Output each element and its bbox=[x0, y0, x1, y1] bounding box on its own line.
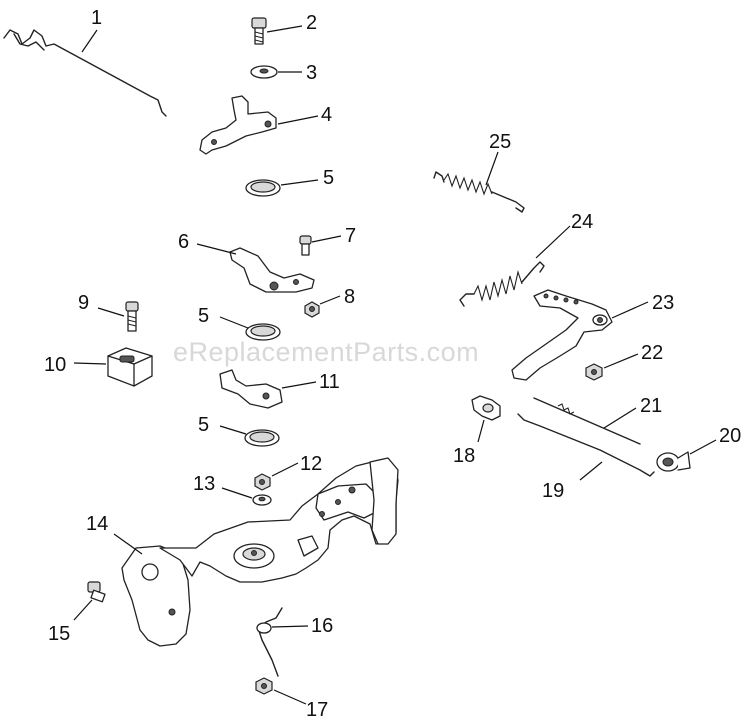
part-2-bolt[interactable] bbox=[251, 17, 267, 45]
part-6-arm[interactable] bbox=[229, 247, 315, 293]
part-21-rod[interactable] bbox=[533, 397, 641, 445]
callout-18: 18 bbox=[453, 445, 475, 467]
callout-2: 2 bbox=[306, 12, 317, 34]
callout-14: 14 bbox=[86, 513, 108, 535]
callout-7: 7 bbox=[345, 225, 356, 247]
callout-21: 21 bbox=[640, 395, 662, 417]
part-11-lever[interactable] bbox=[219, 369, 283, 409]
callout-5b: 5 bbox=[198, 305, 209, 327]
part-5-washer-low[interactable] bbox=[244, 429, 280, 447]
callout-12: 12 bbox=[300, 453, 322, 475]
part-3-washer[interactable] bbox=[250, 65, 278, 79]
callout-3: 3 bbox=[306, 62, 317, 84]
callout-13: 13 bbox=[193, 473, 215, 495]
part-15-screw[interactable] bbox=[87, 581, 106, 603]
part-9-bolt[interactable] bbox=[125, 301, 139, 332]
part-4-lever[interactable] bbox=[199, 95, 277, 155]
callout-24: 24 bbox=[571, 211, 593, 233]
part-17-nut[interactable] bbox=[255, 677, 273, 695]
part-5-washer-mid[interactable] bbox=[245, 323, 281, 341]
callout-6: 6 bbox=[178, 231, 189, 253]
callout-22: 22 bbox=[641, 342, 663, 364]
callout-25: 25 bbox=[489, 131, 511, 153]
part-10-clamp[interactable] bbox=[107, 347, 153, 387]
part-14-bracket[interactable] bbox=[121, 457, 399, 647]
callout-1: 1 bbox=[91, 7, 102, 29]
callout-19: 19 bbox=[542, 480, 564, 502]
part-19-rod[interactable] bbox=[517, 413, 655, 477]
part-18-clip[interactable] bbox=[471, 395, 501, 421]
part-16-spring-clip[interactable] bbox=[256, 607, 283, 677]
part-13-washer[interactable] bbox=[252, 494, 272, 506]
callout-16: 16 bbox=[311, 615, 333, 637]
callout-20: 20 bbox=[719, 425, 741, 447]
part-7-bolt[interactable] bbox=[299, 235, 312, 256]
part-1-rod[interactable] bbox=[3, 29, 167, 117]
part-24-spring[interactable] bbox=[459, 261, 545, 307]
callout-10: 10 bbox=[44, 354, 66, 376]
callout-23: 23 bbox=[652, 292, 674, 314]
part-20-bushing[interactable] bbox=[656, 451, 691, 472]
callout-5a: 5 bbox=[323, 167, 334, 189]
part-5-washer-top[interactable] bbox=[245, 179, 281, 197]
watermark: eReplacementParts.com bbox=[173, 337, 479, 367]
callout-4: 4 bbox=[321, 104, 332, 126]
part-22-nut[interactable] bbox=[585, 363, 603, 381]
part-8-nut[interactable] bbox=[304, 301, 320, 318]
callout-5c: 5 bbox=[198, 414, 209, 436]
part-25-spring[interactable] bbox=[433, 171, 525, 213]
callout-9: 9 bbox=[78, 292, 89, 314]
callout-11: 11 bbox=[319, 371, 340, 393]
part-23-lever[interactable] bbox=[511, 289, 613, 381]
callout-17: 17 bbox=[306, 699, 328, 721]
part-12-nut[interactable] bbox=[254, 473, 271, 491]
callout-8: 8 bbox=[344, 286, 355, 308]
callout-15: 15 bbox=[48, 623, 70, 645]
